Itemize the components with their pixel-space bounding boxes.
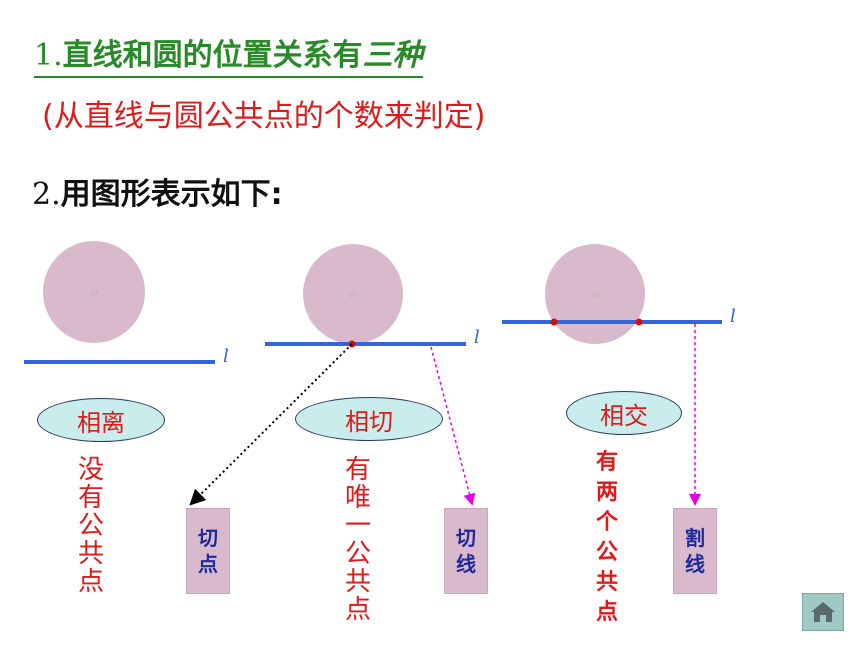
tangent-line-text: 切线: [456, 526, 476, 576]
case-separate-label: 相离: [37, 398, 165, 442]
circle-center-label: o: [349, 287, 356, 301]
title-number: 1.: [34, 38, 63, 73]
circle-center-label: o: [91, 285, 98, 299]
title-emphasis: 三种: [362, 38, 423, 73]
home-icon: [811, 602, 835, 622]
circle-center-label: o: [592, 287, 599, 301]
case-tangent-description: 有唯一公共点: [344, 455, 371, 625]
section-text: 用图形表示如下:: [60, 177, 283, 212]
circle-intersect: [545, 244, 645, 344]
case-intersect-description: 有两个公共点: [595, 450, 618, 625]
intersection-point: [635, 318, 643, 326]
intersection-point: [550, 318, 558, 326]
line-label: l: [474, 327, 480, 348]
page-subtitle: (从直线与圆公共点的个数来判定): [42, 99, 486, 134]
line-label: l: [730, 306, 736, 327]
arrow-to-tangent-point: [189, 343, 353, 506]
home-button[interactable]: [802, 593, 844, 631]
tangent-point-box: 切点: [186, 508, 230, 594]
arrow-to-tangent-line: [430, 346, 476, 506]
tangent-line-box: 切线: [444, 508, 488, 594]
tangent-point-text: 切点: [198, 526, 218, 576]
circle-separate: [43, 241, 145, 343]
title-text: 直线和圆的位置关系有: [62, 38, 363, 73]
circle-tangent: [303, 244, 403, 344]
section-number: 2.: [32, 177, 61, 212]
page-title: 1.直线和圆的位置关系有三种: [34, 38, 423, 78]
case-separate-description: 没有公共点: [77, 455, 104, 597]
case-intersect-label: 相交: [566, 391, 682, 435]
line-label: l: [223, 346, 229, 367]
secant-line-box: 割线: [673, 508, 717, 594]
case-tangent-label: 相切: [295, 397, 443, 441]
secant-line-text: 割线: [685, 526, 705, 576]
section-heading: 2.用图形表示如下:: [32, 176, 283, 214]
